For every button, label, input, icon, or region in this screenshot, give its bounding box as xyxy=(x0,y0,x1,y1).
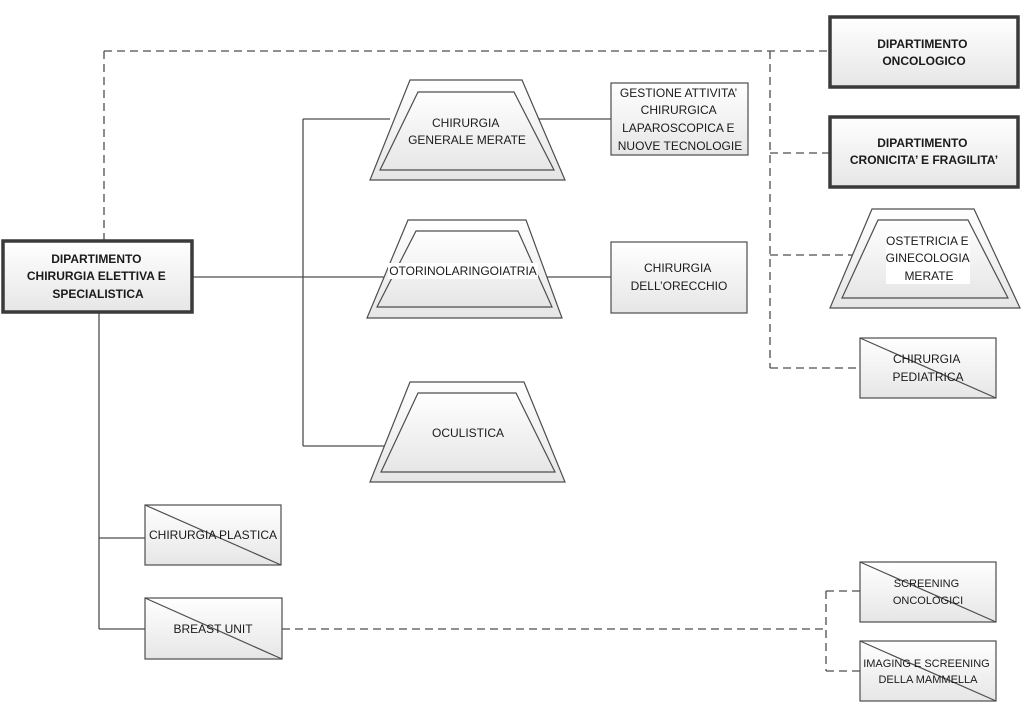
dip-chirurgia-box xyxy=(1,239,194,314)
dip-chirurgia-label: DIPARTIMENTO CHIRURGIA ELETTIVA E SPECIA… xyxy=(27,252,169,301)
imaging-node: IMAGING E SCREENING DELLA MAMMELLA xyxy=(859,640,997,702)
screening-label: SCREENING ONCOLOGICI xyxy=(893,578,963,607)
imaging-label: IMAGING E SCREENING DELLA MAMMELLA xyxy=(863,658,993,686)
dip-cronicita-box xyxy=(828,115,1020,189)
orecchio-node: CHIRURGIA DELL’ORECCHIO xyxy=(610,241,748,314)
solid-connectors xyxy=(98,118,611,630)
otorino-node: OTORINOLARINGOIATRIA xyxy=(366,219,563,319)
plastica-label: CHIRURGIA PLASTICA xyxy=(149,528,277,542)
chir-generale-label: CHIRURGIA GENERALE MERATE xyxy=(408,116,526,147)
pediatrica-label: CHIRURGIA PEDIATRICA xyxy=(892,352,963,384)
ostetricia-node: OSTETRICIA E GINECOLOGIA MERATE xyxy=(829,208,1021,309)
chir-generale-node: CHIRURGIA GENERALE MERATE xyxy=(369,79,566,181)
otorino-label: OTORINOLARINGOIATRIA xyxy=(389,264,537,278)
screening-node: SCREENING ONCOLOGICI xyxy=(859,561,997,623)
oculistica-node: OCULISTICA xyxy=(369,381,566,483)
orecchio-label: CHIRURGIA DELL’ORECCHIO xyxy=(631,261,728,293)
dashed-connectors xyxy=(103,50,860,672)
dip-oncologico-label: DIPARTIMENTO ONCOLOGICO xyxy=(877,37,971,68)
plastica-node: CHIRURGIA PLASTICA xyxy=(144,504,282,566)
breast-label: BREAST UNIT xyxy=(173,622,253,636)
gestione-label: GESTIONE ATTIVITA’ CHIRURGICA LAPAROSCOP… xyxy=(618,86,742,153)
oculistica-label: OCULISTICA xyxy=(432,426,504,440)
dip-oncologico-box xyxy=(828,15,1020,89)
breast-node: BREAST UNIT xyxy=(144,597,283,660)
pediatrica-node: CHIRURGIA PEDIATRICA xyxy=(859,337,997,399)
gestione-node: GESTIONE ATTIVITA’ CHIRURGICA LAPAROSCOP… xyxy=(610,82,749,156)
dip-cronicita-label: DIPARTIMENTO CRONICITA’ E FRAGILITA’ xyxy=(850,136,998,167)
ostetricia-label: OSTETRICIA E GINECOLOGIA MERATE xyxy=(886,234,973,283)
